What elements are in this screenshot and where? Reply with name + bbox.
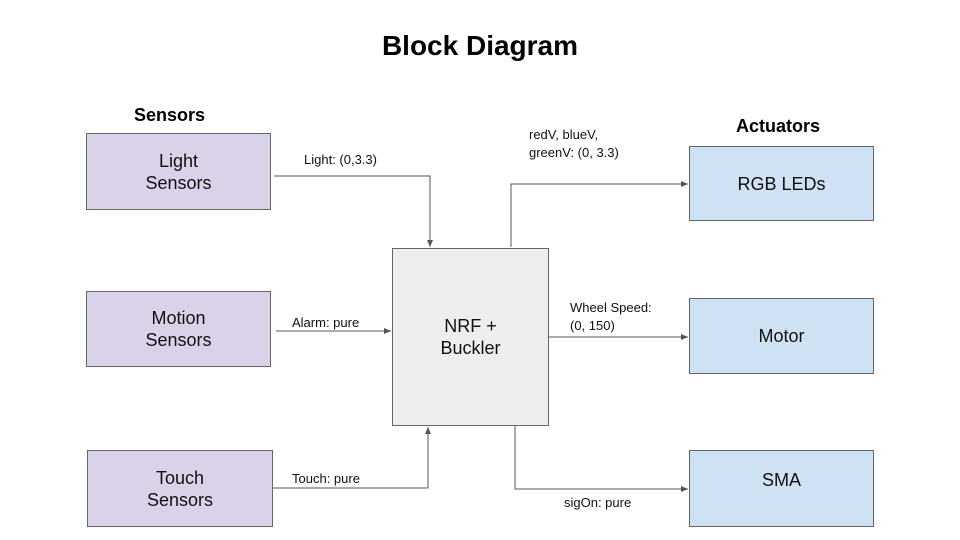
motor-block: Motor — [689, 298, 874, 374]
diagram-title: Block Diagram — [381, 30, 579, 61]
wheel-speed-signal-label: Wheel Speed: (0, 150) — [570, 300, 652, 333]
wire-touch — [270, 427, 431, 489]
light-sensors-block: Light Sensors — [86, 133, 271, 210]
rgb-signal-label: redV, blueV, greenV: (0, 3.3) — [529, 127, 619, 160]
wire-light — [274, 175, 433, 247]
wire-rgb — [510, 181, 688, 247]
touch-sensors-block: Touch Sensors — [87, 450, 273, 527]
actuators-heading: Actuators — [736, 116, 821, 136]
rgb-leds-block: RGB LEDs — [689, 146, 874, 221]
light-signal-label: Light: (0,3.3) — [304, 152, 377, 167]
motion-sensors-block: Motion Sensors — [86, 291, 271, 367]
touch-signal-label: Touch: pure — [292, 471, 360, 486]
alarm-signal-label: Alarm: pure — [292, 315, 360, 330]
wire-sig — [514, 426, 688, 492]
nrf-buckler-block: NRF + Buckler — [392, 248, 549, 426]
sig-on-signal-label: sigOn: pure — [564, 495, 632, 510]
sensors-heading: Sensors — [134, 105, 206, 125]
sma-block: SMA — [689, 450, 874, 527]
